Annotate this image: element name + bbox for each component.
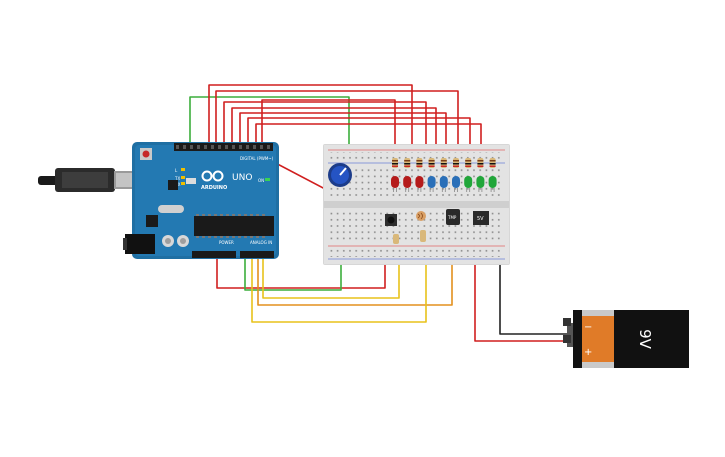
battery-voltage-label: 9V [636, 329, 654, 350]
l-label: L [175, 168, 178, 173]
voltage-regulator[interactable]: 5V [473, 211, 489, 225]
wire-red-battery [474, 258, 568, 342]
battery-minus-label: − [584, 322, 592, 333]
wire-red-led-3 [223, 101, 427, 158]
analog-header[interactable] [240, 251, 274, 258]
pushbutton[interactable] [385, 214, 397, 226]
wire-yellow-a1 [251, 244, 427, 323]
usb-cable [38, 168, 140, 192]
temperature-sensor[interactable]: TMP [446, 209, 460, 225]
digital-label: DIGITAL (PWM~) [240, 156, 274, 161]
regulator-label: 5V [477, 216, 484, 222]
led[interactable] [452, 176, 460, 192]
led-row [391, 176, 497, 192]
led[interactable] [464, 176, 473, 192]
wire-yellow-a2 [262, 244, 400, 299]
led[interactable] [403, 176, 412, 192]
tx-label: TX [174, 176, 180, 181]
led[interactable] [476, 176, 485, 192]
led[interactable] [415, 176, 424, 192]
wire-red-led-5 [239, 112, 447, 158]
wire-red-led-8 [261, 99, 396, 158]
led-resistors [392, 158, 496, 168]
wire-red-power [216, 255, 386, 289]
power-header[interactable] [192, 251, 236, 258]
led[interactable] [488, 176, 497, 192]
led[interactable] [391, 176, 399, 192]
led[interactable] [439, 176, 448, 192]
analog-label: ANALOG IN [250, 240, 272, 245]
photoresistor[interactable] [416, 211, 426, 242]
wire-black-battery [499, 258, 568, 335]
led[interactable] [427, 176, 436, 192]
wire-red-led-6 [247, 117, 471, 158]
button-resistor [393, 234, 399, 244]
wire-red-led-7 [255, 123, 482, 158]
power-jack[interactable] [125, 234, 155, 254]
tmp-label: TMP [447, 215, 457, 220]
digital-header[interactable] [174, 143, 273, 151]
battery-plus-label: + [584, 347, 592, 358]
model-label: UNO [232, 173, 252, 183]
breadboard[interactable] [323, 144, 510, 265]
brand-label: ARDUINO [201, 185, 227, 191]
power-label: POWER [219, 240, 234, 245]
wire-red-led-4 [231, 107, 437, 158]
on-label: ON [258, 178, 264, 183]
atmega-chip[interactable] [194, 216, 274, 236]
potentiometer[interactable] [328, 163, 352, 187]
arduino-uno-board[interactable]: DIGITAL (PWM~) TX RX L ON ARDUINO UNO [123, 142, 279, 259]
arduino-logo-icon [201, 170, 224, 182]
battery-9v[interactable]: − + 9V [563, 310, 689, 368]
wire-red-led-1 [208, 84, 413, 158]
wire-orange-a0 [257, 244, 453, 306]
